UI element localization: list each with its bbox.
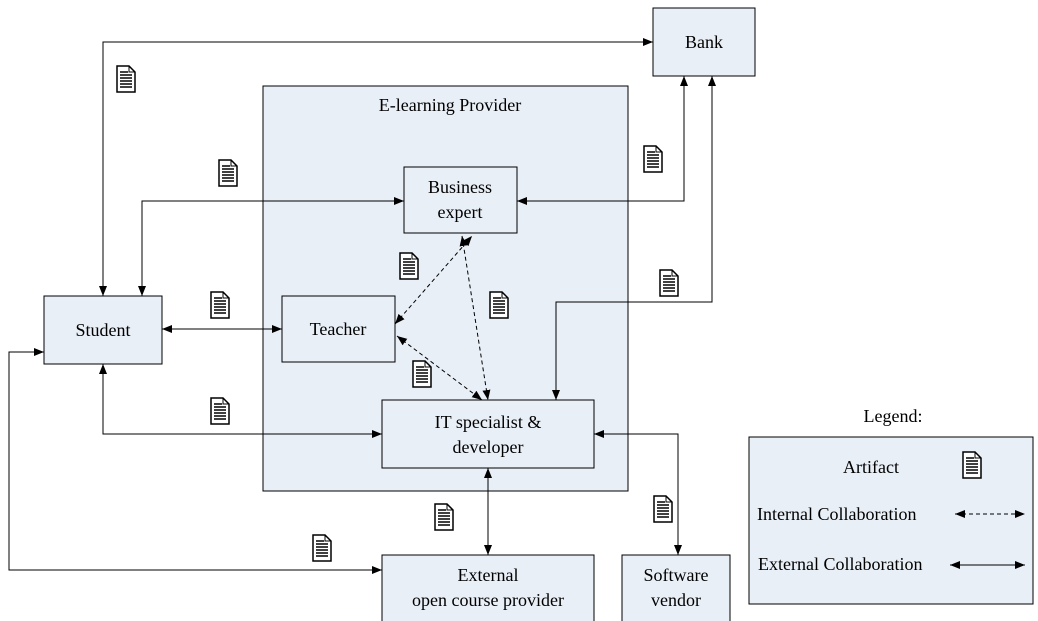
- it-specialist-software-vendor-connector: [594, 430, 682, 555]
- external-provider-node: External open course provider: [381, 554, 595, 621]
- student-business-expert-connector: [138, 197, 404, 296]
- legend-box: [748, 436, 1034, 605]
- legend-title: Legend:: [864, 406, 923, 426]
- document-icon: [643, 145, 663, 173]
- it-specialist-label-line1: IT specialist &: [435, 412, 542, 432]
- document-icon: [312, 534, 332, 562]
- software-vendor-label-line1: Software: [644, 565, 709, 585]
- document-icon: [218, 159, 238, 187]
- teacher-it-specialist-connector: [396, 335, 483, 401]
- software-vendor-label-line2: vendor: [651, 590, 701, 610]
- external-provider-label-line2: open course provider: [412, 590, 564, 610]
- document-icon: [210, 291, 230, 319]
- it-specialist-bank-connector: [552, 76, 716, 400]
- document-icon: [489, 291, 509, 319]
- business-expert-node: Business expert: [403, 166, 518, 234]
- legend-artifact-document-icon: [962, 451, 982, 479]
- student-external-provider-connector: [8, 348, 382, 574]
- software-vendor-node: Software vendor: [621, 554, 731, 621]
- document-icon: [653, 495, 673, 523]
- teacher-node: Teacher: [281, 295, 396, 363]
- document-icon: [210, 397, 230, 425]
- document-icon: [399, 252, 419, 280]
- legend-internal-label: Internal Collaboration: [757, 504, 916, 524]
- it-specialist-label-line2: developer: [453, 437, 524, 457]
- business-expert-label-line2: expert: [438, 202, 483, 222]
- legend-artifact-label: Artifact: [843, 457, 899, 477]
- business-expert-label-line1: Business: [428, 177, 492, 197]
- student-label: Student: [75, 320, 130, 340]
- student-node: Student: [43, 295, 163, 365]
- elearning-provider-label: E-learning Provider: [379, 95, 521, 115]
- external-provider-label-line1: External: [458, 565, 519, 585]
- student-bank-connector: [99, 38, 653, 296]
- teacher-business-expert-connector: [394, 235, 473, 325]
- document-icon: [412, 360, 432, 388]
- bank-node: Bank: [652, 7, 756, 77]
- it-specialist-node: IT specialist & developer: [381, 399, 595, 469]
- document-icon: [434, 503, 454, 531]
- bank-label: Bank: [685, 32, 723, 52]
- connectors: [8, 38, 716, 574]
- document-icon: [659, 269, 679, 297]
- teacher-label: Teacher: [310, 319, 367, 339]
- legend-external-label: External Collaboration: [758, 554, 922, 574]
- document-icon: [116, 65, 136, 93]
